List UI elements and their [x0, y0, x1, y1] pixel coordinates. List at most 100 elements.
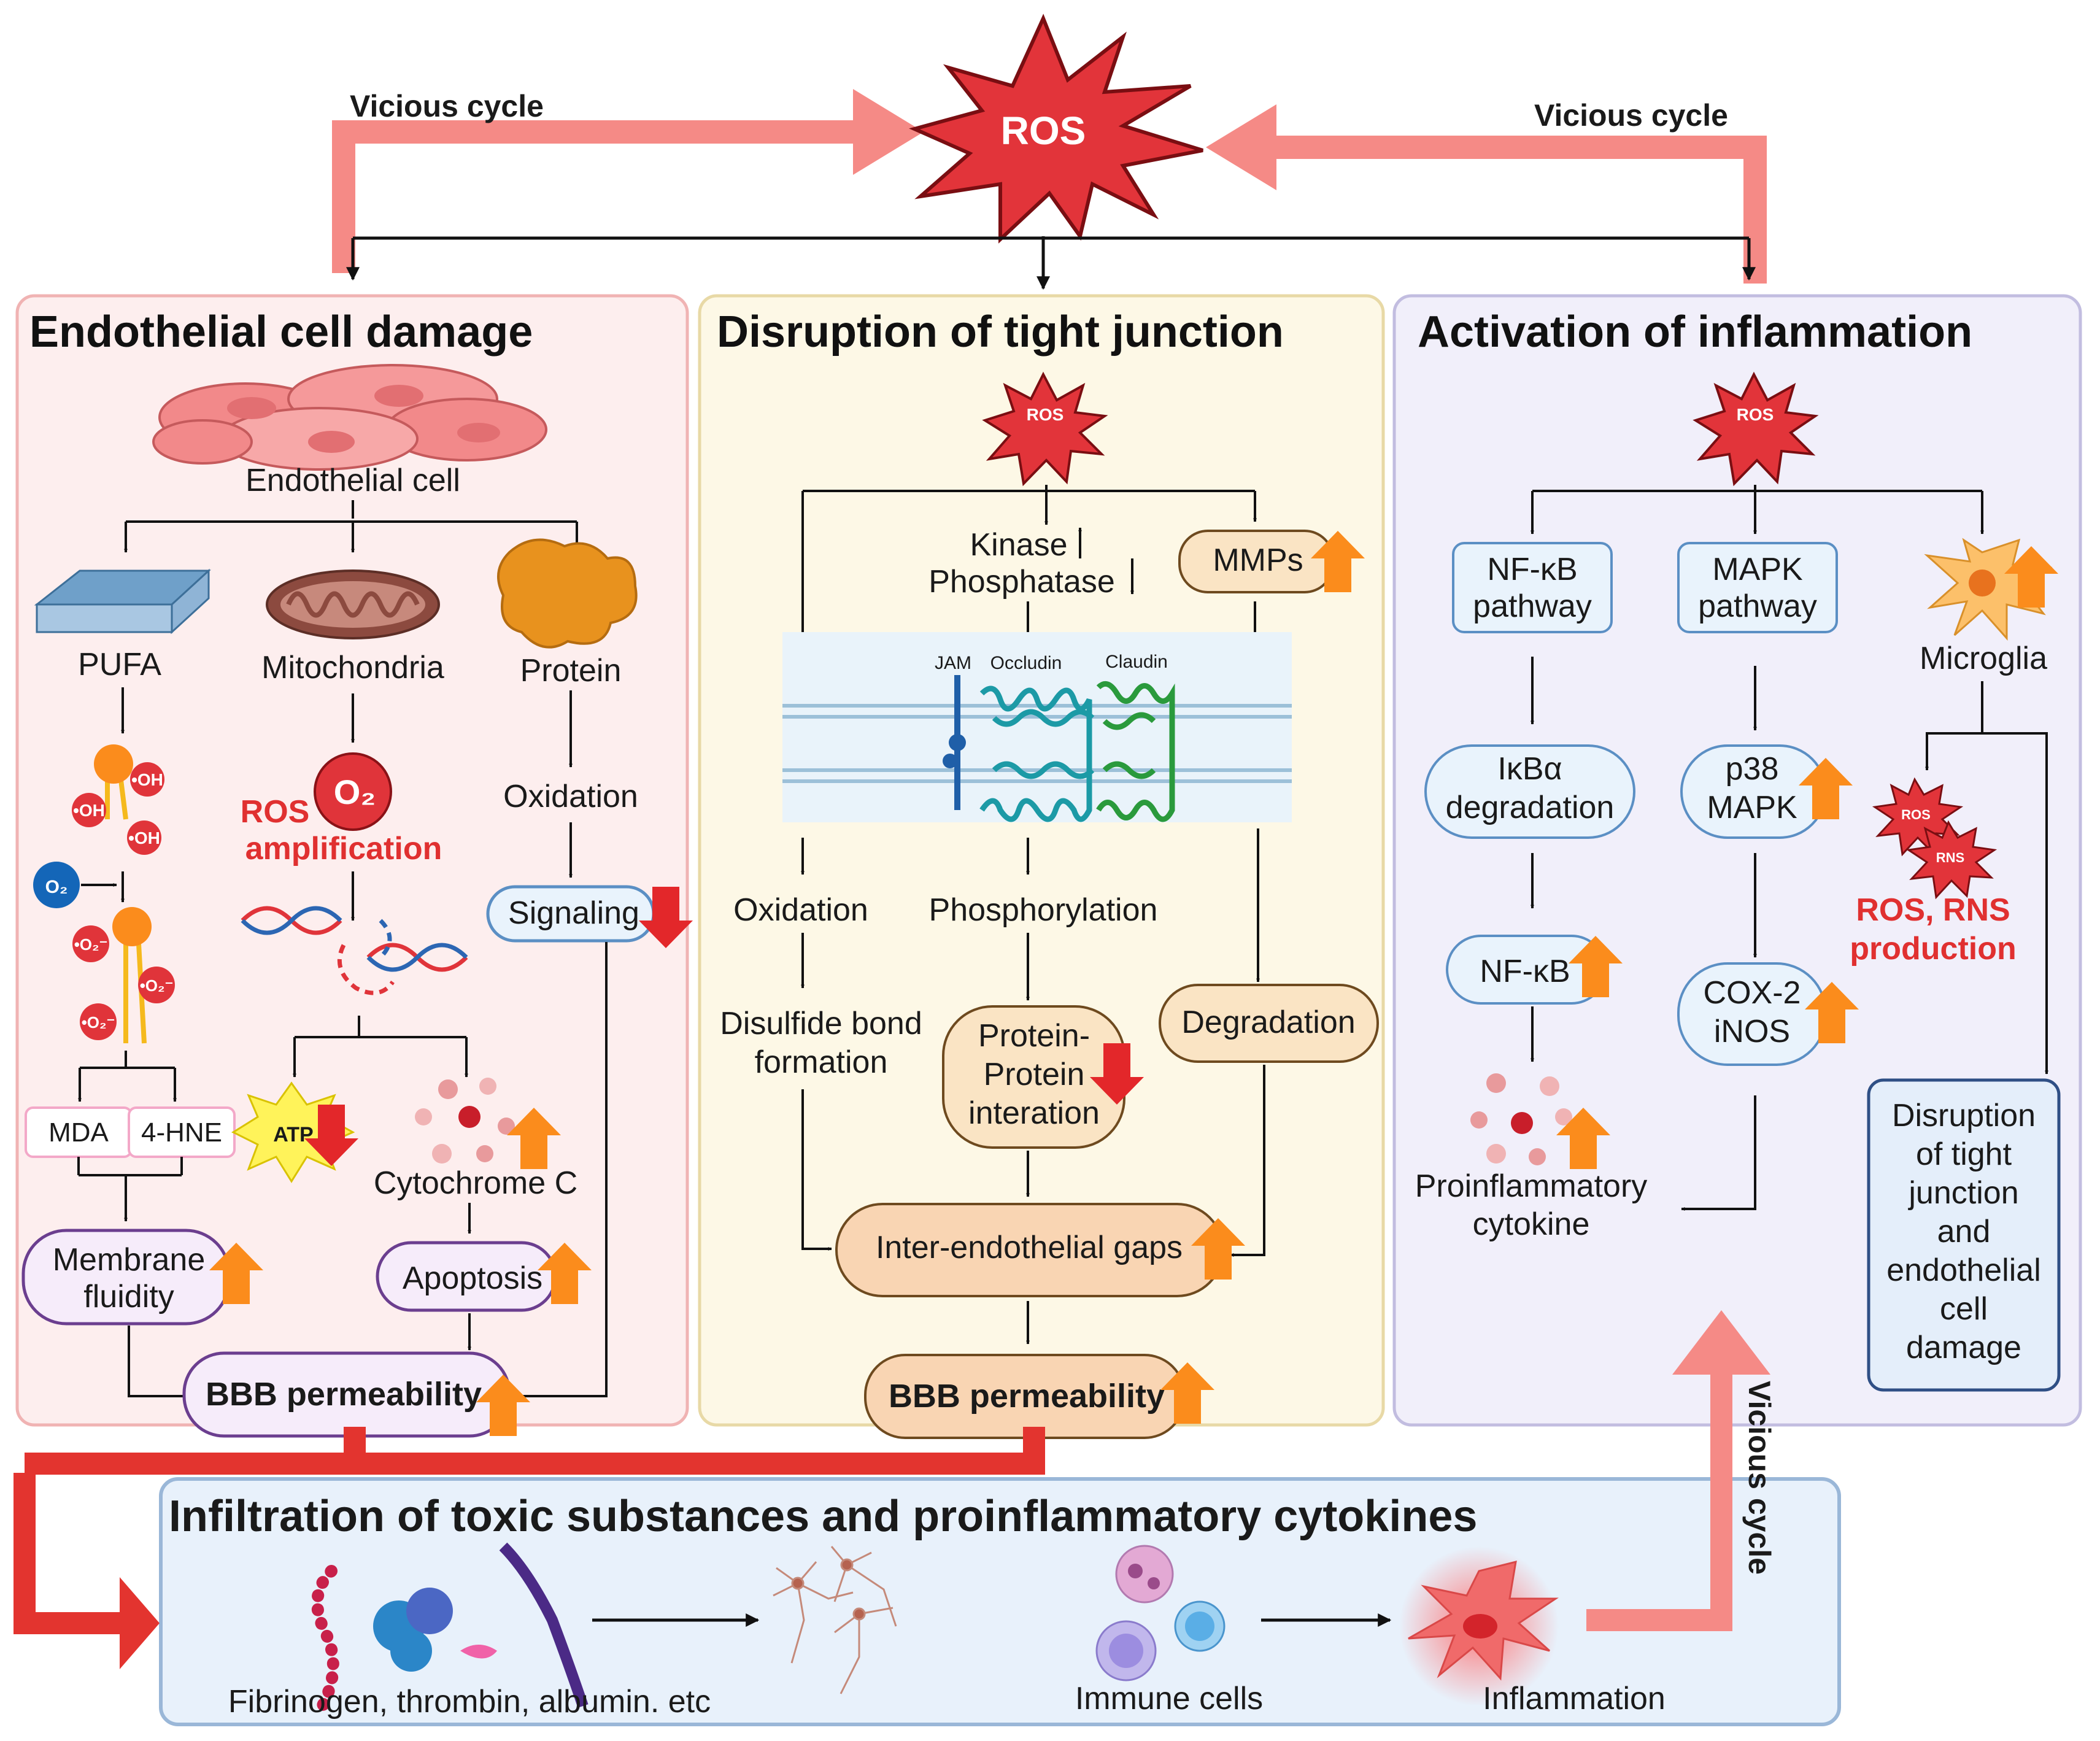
middle-panel-title: Disruption of tight junction — [717, 307, 1284, 357]
infiltration-red-arrow — [14, 1427, 1045, 1669]
ros-rns-stars: ROS RNS — [1872, 777, 1998, 900]
immune-cells-illustration — [1095, 1545, 1226, 1681]
membrane-fluidity-label-2: fluidity — [83, 1279, 174, 1314]
ppi-label-1: Protein- — [978, 1018, 1090, 1054]
endothelial-cell-illustration — [152, 364, 547, 471]
ppi-label-2: Protein — [984, 1057, 1085, 1092]
ros-amp-label-1: ROS — [241, 794, 310, 830]
cytochrome-label: Cytochrome C — [374, 1165, 577, 1201]
left-branch-lines — [124, 500, 579, 553]
oxygen-icon: O₂ — [33, 862, 117, 908]
signaling-label: Signaling — [508, 895, 639, 931]
ikba-box — [1424, 744, 1635, 839]
fibrinogen-label: Fibrinogen, thrombin, albumin. etc — [228, 1684, 711, 1720]
gaps-merge-lines — [801, 1065, 1265, 1257]
protein-illustration — [497, 538, 638, 649]
phosphatase-label: Phosphatase — [928, 564, 1115, 600]
pufa-membrane-illustration — [34, 568, 211, 635]
disruption-box — [1867, 1078, 2061, 1392]
mda-branch-lines — [78, 1051, 177, 1102]
occludin-label: Occludin — [990, 653, 1062, 673]
oxygen-label: O₂ — [45, 877, 68, 897]
lipid-oh-illustration: •OH •OH •OH — [72, 744, 164, 855]
superoxide-icon: O₂ — [314, 752, 392, 831]
cytokine-illustration — [1470, 1073, 1572, 1165]
ikba-label-1: IκBα — [1497, 751, 1562, 787]
vicious-cycle-label-right: Vicious cycle — [1534, 98, 1728, 133]
right-chain-arrows — [1531, 657, 2048, 1211]
mapk-pathway-box — [1677, 542, 1838, 633]
disruption-label-5: endothelial — [1886, 1253, 2041, 1288]
ros-amp-label-2: amplification — [245, 831, 442, 867]
ros-star-right-label: ROS — [1737, 405, 1774, 424]
inflammation-illustration — [1399, 1546, 1559, 1706]
nfkb-label: NF-κB — [1480, 954, 1570, 989]
phosphorylation-label: Phosphorylation — [929, 892, 1158, 928]
nfkb-pathway-box — [1452, 542, 1613, 633]
nfkb-pathway-label-1: NF-κB — [1487, 552, 1577, 587]
vicious-cycle-bottom-arrow — [1586, 1310, 1770, 1631]
cox-label-2: iNOS — [1714, 1014, 1790, 1049]
ros-star-middle-label: ROS — [1027, 405, 1064, 424]
inflammation-label: Inflammation — [1483, 1681, 1666, 1716]
middle-branch-lines — [801, 485, 1257, 642]
disulfide-label-2: formation — [755, 1044, 888, 1080]
disruption-label-6: cell — [1940, 1291, 1988, 1327]
mmps-label: MMPs — [1213, 542, 1303, 578]
degradation-box — [1159, 984, 1379, 1063]
tight-junction-illustration — [782, 632, 1292, 822]
right-branch-lines — [1531, 485, 1984, 535]
mda-merge-lines — [77, 1157, 183, 1222]
pufa-label: PUFA — [78, 647, 161, 682]
left-panel-title: Endothelial cell damage — [29, 307, 533, 357]
rns-small-label: RNS — [1936, 850, 1964, 865]
ros-rns-label-2: production — [1850, 931, 2017, 967]
endothelial-cell-label: Endothelial cell — [245, 463, 460, 498]
mapk-pathway-label-2: pathway — [1698, 589, 1817, 624]
membrane-fluidity-label-1: Membrane — [53, 1242, 206, 1278]
cox-label-1: COX-2 — [1704, 975, 1801, 1011]
vicious-cycle-label-left: Vicious cycle — [350, 89, 544, 123]
disruption-label-4: and — [1937, 1214, 1991, 1249]
mitochondria-illustration — [266, 569, 440, 639]
right-panel-title: Activation of inflammation — [1418, 307, 1972, 357]
oxidation-left-label: Oxidation — [503, 779, 638, 814]
mito-branch-lines — [293, 1016, 468, 1078]
atp-label: ATP — [273, 1123, 313, 1146]
svg-text:•OH: •OH — [131, 770, 163, 789]
ros-rns-label-1: ROS, RNS — [1856, 892, 2010, 928]
ros-star-right — [1693, 371, 1819, 487]
kinase-label: Kinase — [970, 527, 1068, 563]
mda-label: MDA — [48, 1118, 109, 1148]
protein-label: Protein — [520, 653, 622, 689]
cytochrome-illustration — [415, 1078, 515, 1164]
gaps-label: Inter-endothelial gaps — [876, 1230, 1183, 1265]
dna-damage-illustration — [241, 906, 468, 995]
nfkb-pathway-label-2: pathway — [1473, 589, 1592, 624]
vicious-cycle-label-bottom: Vicious cycle — [1742, 1381, 1777, 1575]
ros-star-top-label: ROS — [1001, 109, 1086, 153]
top-distribution-lines — [346, 236, 1756, 290]
bbb-middle-label: BBB permeability — [889, 1378, 1165, 1415]
claudin-label: Claudin — [1105, 652, 1168, 672]
bbb-left-label: BBB permeability — [206, 1376, 482, 1413]
immune-label: Immune cells — [1075, 1681, 1263, 1716]
disruption-label-2: of tight — [1916, 1137, 2012, 1172]
cytokine-label-1: Proinflammatory — [1415, 1168, 1648, 1204]
vicious-cycle-left-arrow — [332, 89, 924, 273]
mapk-pathway-label-1: MAPK — [1712, 552, 1803, 587]
bbb-left-merge-lines — [128, 942, 608, 1398]
mitochondria-label: Mitochondria — [261, 650, 444, 685]
neuron-network-illustration — [773, 1546, 897, 1694]
membrane-down-arrows — [801, 828, 1260, 1001]
svg-text:•O₂⁻: •O₂⁻ — [74, 935, 108, 954]
svg-text:•OH: •OH — [128, 828, 160, 847]
disruption-label-1: Disruption — [1892, 1098, 2036, 1133]
ikba-label-2: degradation — [1446, 790, 1615, 825]
p38-label-2: MAPK — [1707, 790, 1797, 825]
superoxide-label: O₂ — [334, 773, 376, 811]
hne-label: 4-HNE — [141, 1118, 222, 1148]
ppi-label-3: interation — [968, 1095, 1100, 1131]
svg-text:•O₂⁻: •O₂⁻ — [82, 1013, 115, 1032]
